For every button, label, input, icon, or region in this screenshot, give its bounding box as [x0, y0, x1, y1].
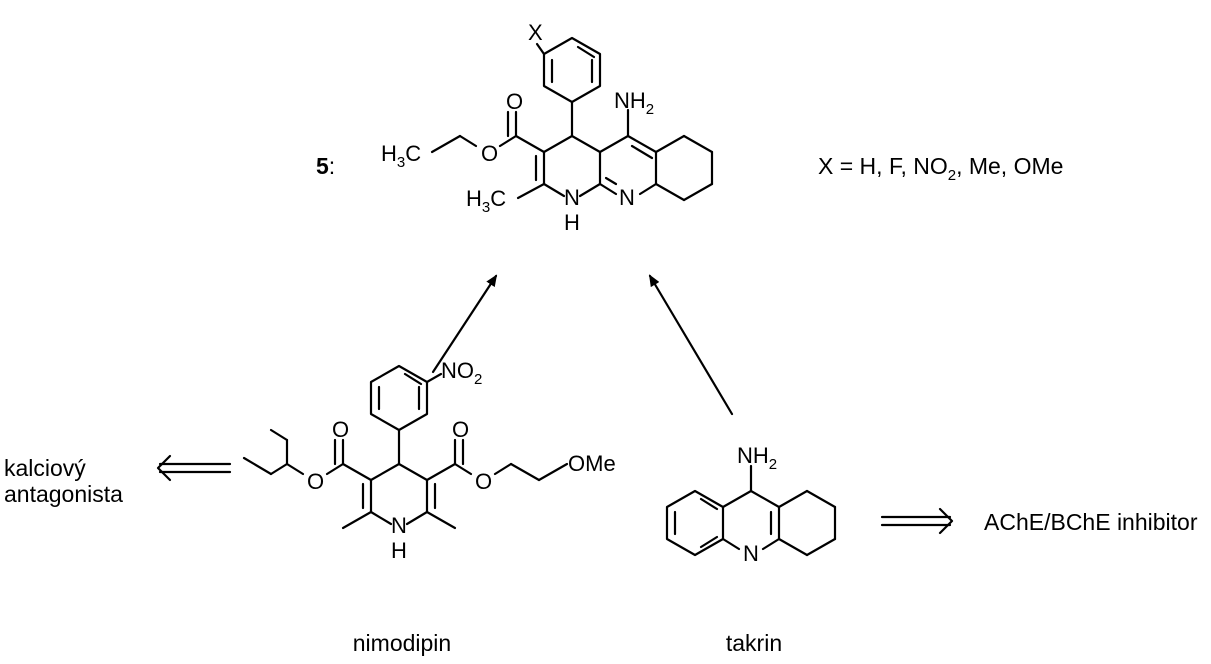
- compound-number: 5:: [316, 153, 335, 179]
- atom-nimodipin-n: N: [391, 513, 407, 538]
- atom-nh-n: N: [564, 185, 580, 210]
- atom-o-right-carbonyl: O: [452, 417, 469, 442]
- takrin-name: takrin: [726, 630, 782, 656]
- atom-nh-h: H: [564, 210, 580, 235]
- takrin-effect: AChE/BChE inhibitor: [984, 509, 1198, 535]
- arrow-from-takrin: [648, 274, 734, 416]
- atom-takrin-n: N: [743, 541, 759, 566]
- atom-nimodipin-h: H: [391, 538, 407, 563]
- nimodipin-structure: [242, 364, 569, 530]
- atom-o-left-carbonyl: O: [332, 417, 349, 442]
- nimodipin-effect-line1: kalciový: [4, 455, 86, 481]
- substituent-note: X = H, F, NO2, Me, OMe: [818, 153, 1063, 184]
- atom-x: X: [528, 20, 543, 45]
- atom-methyl: H3C: [466, 186, 506, 216]
- double-arrow-calcium: [156, 454, 232, 482]
- atom-nitro: NO2: [441, 358, 482, 388]
- atom-takrin-amino: NH2: [737, 443, 777, 473]
- atom-o-right-ester: O: [475, 469, 492, 494]
- atom-o-left-ester: O: [307, 469, 324, 494]
- atom-o-ester: O: [481, 141, 498, 166]
- compound-5-structure: [430, 36, 714, 202]
- atom-o-carbonyl: O: [506, 89, 523, 114]
- takrin-structure: [665, 464, 837, 557]
- atom-ring-n: N: [619, 185, 635, 210]
- nimodipin-effect-line2: antagonista: [4, 481, 123, 507]
- atom-amino: NH2: [614, 88, 654, 118]
- atom-ethyl: H3C: [381, 141, 421, 171]
- atom-ome: OMe: [568, 451, 616, 476]
- arrow-from-nimodipin: [431, 274, 498, 374]
- double-arrow-ache: [880, 507, 954, 535]
- nimodipin-name: nimodipin: [353, 630, 451, 656]
